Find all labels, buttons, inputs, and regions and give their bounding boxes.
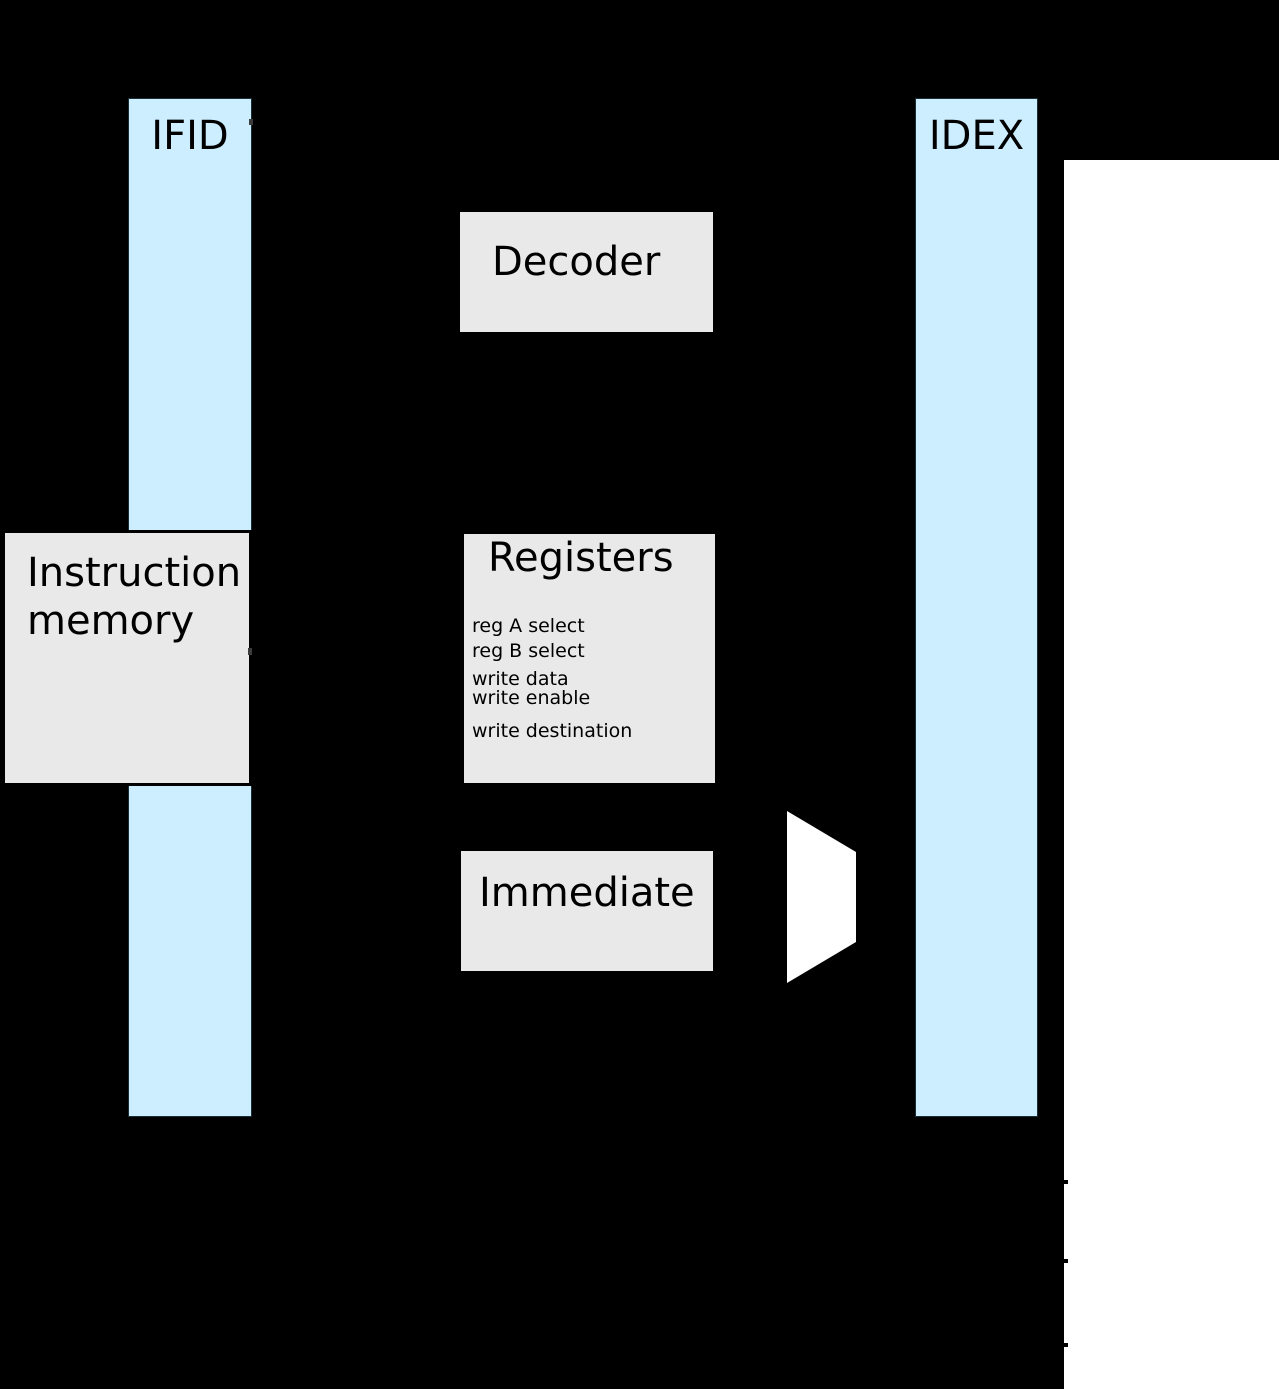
decoder-title: Decoder — [492, 239, 661, 285]
port-label-write-destination: write destination — [472, 720, 633, 742]
ifid-label: IFID — [151, 113, 229, 159]
instruction-memory-title: Instruction memory — [27, 549, 241, 645]
immediate-title: Immediate — [479, 870, 695, 916]
port-label-reg-b-select: reg B select — [472, 640, 585, 662]
instruction-memory-title-line1: Instruction — [27, 550, 242, 596]
immediate-block: Immediate — [459, 849, 715, 973]
wire-stub-ifid-top — [249, 119, 253, 125]
decoder-block: Decoder — [458, 210, 715, 334]
wire-stub-canvas-1 — [1061, 1180, 1068, 1184]
wire-stub-canvas-3 — [1061, 1343, 1068, 1347]
pipeline-register-idex: IDEX — [915, 98, 1038, 1117]
registers-block: Registers reg A select reg B select writ… — [462, 532, 717, 785]
wire-stub-canvas-2 — [1061, 1259, 1068, 1263]
instruction-memory-block: Instruction memory — [2, 530, 252, 786]
port-label-reg-a-select: reg A select — [472, 615, 585, 637]
drawing-canvas — [1064, 160, 1279, 1389]
port-label-write-data: write data — [472, 668, 569, 690]
instruction-memory-title-line2: memory — [27, 598, 195, 644]
idex-label: IDEX — [928, 113, 1025, 159]
mux-trapezoid-shape — [787, 811, 856, 983]
port-label-write-enable: write enable — [472, 687, 591, 709]
wire-stub-instruction-memory-out — [248, 648, 252, 655]
registers-title: Registers — [488, 535, 674, 581]
